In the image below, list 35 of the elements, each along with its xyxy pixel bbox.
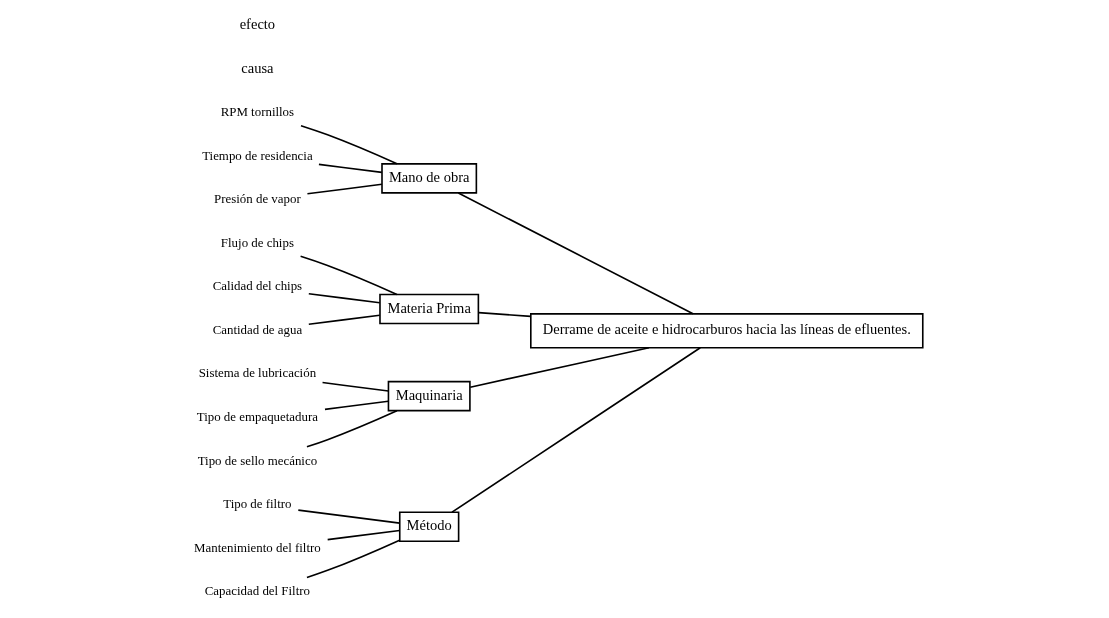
node-text: Cantidad de agua — [212, 322, 302, 337]
node-box: Método — [398, 511, 459, 543]
connector — [477, 311, 531, 318]
connector — [306, 183, 383, 195]
connector — [307, 292, 381, 304]
node-text: Calidad del chips — [212, 279, 302, 294]
node-text: Tipo de sello mecánico — [197, 453, 317, 468]
node-text: Tiempo de residencia — [201, 148, 313, 163]
connector — [307, 314, 381, 326]
label: efecto — [239, 16, 275, 33]
node-text: Capacidad del Filtro — [204, 584, 310, 599]
node-text: Tipo de filtro — [222, 497, 292, 512]
node-text: RPM tornillos — [220, 105, 294, 120]
node-box: Derrame de aceite e hidrocarburos hacia las líneas de efluentes. — [529, 313, 924, 349]
connector — [299, 124, 398, 165]
connector — [297, 509, 400, 524]
connector — [457, 192, 694, 315]
node-box: Mano de obra — [380, 163, 477, 194]
node-text: Presión de vapor — [213, 192, 301, 207]
connector — [326, 529, 400, 541]
node-text: Mantenimiento del filtro — [193, 540, 321, 555]
connector — [450, 347, 701, 513]
connector — [323, 400, 389, 411]
connector — [317, 163, 383, 174]
connector — [321, 381, 389, 392]
node-box: Maquinaria — [387, 380, 471, 412]
connector — [305, 539, 400, 579]
connector — [299, 255, 398, 296]
label: causa — [240, 60, 273, 77]
connector — [468, 346, 650, 389]
connector — [305, 409, 398, 448]
node-text: Tipo de empaquetadura — [196, 409, 318, 424]
node-box: Materia Prima — [378, 293, 479, 325]
node-text: Sistema de lubricación — [198, 366, 316, 381]
node-text: Flujo de chips — [220, 235, 294, 250]
